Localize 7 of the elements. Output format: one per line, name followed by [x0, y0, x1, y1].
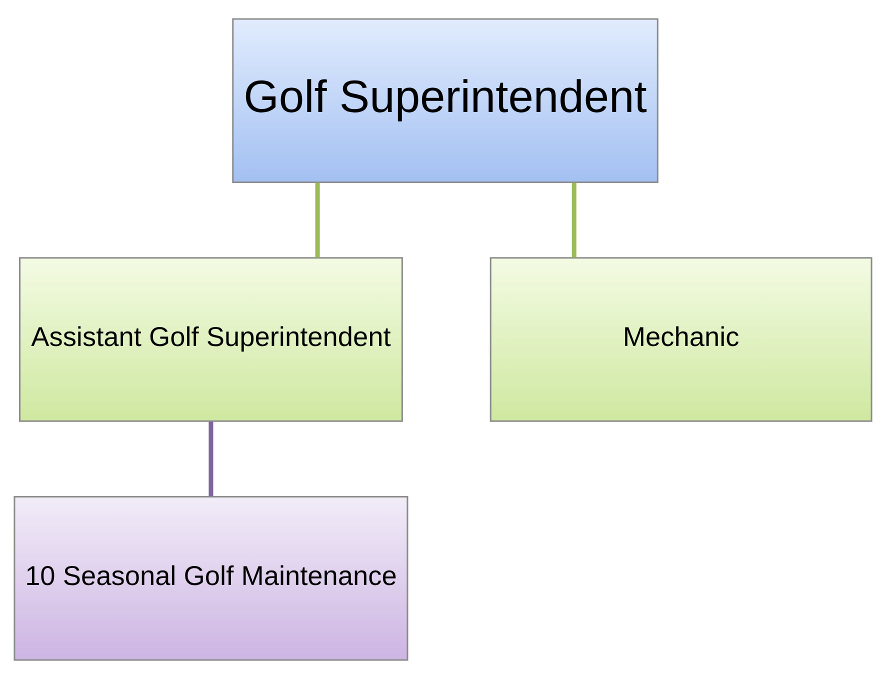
node-box: Assistant Golf Superintendent: [19, 257, 403, 422]
node-box: Golf Superintendent: [232, 18, 658, 184]
node-box: 10 Seasonal Golf Maintenance: [14, 496, 408, 661]
node-box: Mechanic: [490, 257, 872, 422]
connector: [572, 182, 576, 258]
connector: [208, 422, 214, 496]
connector: [315, 182, 320, 258]
